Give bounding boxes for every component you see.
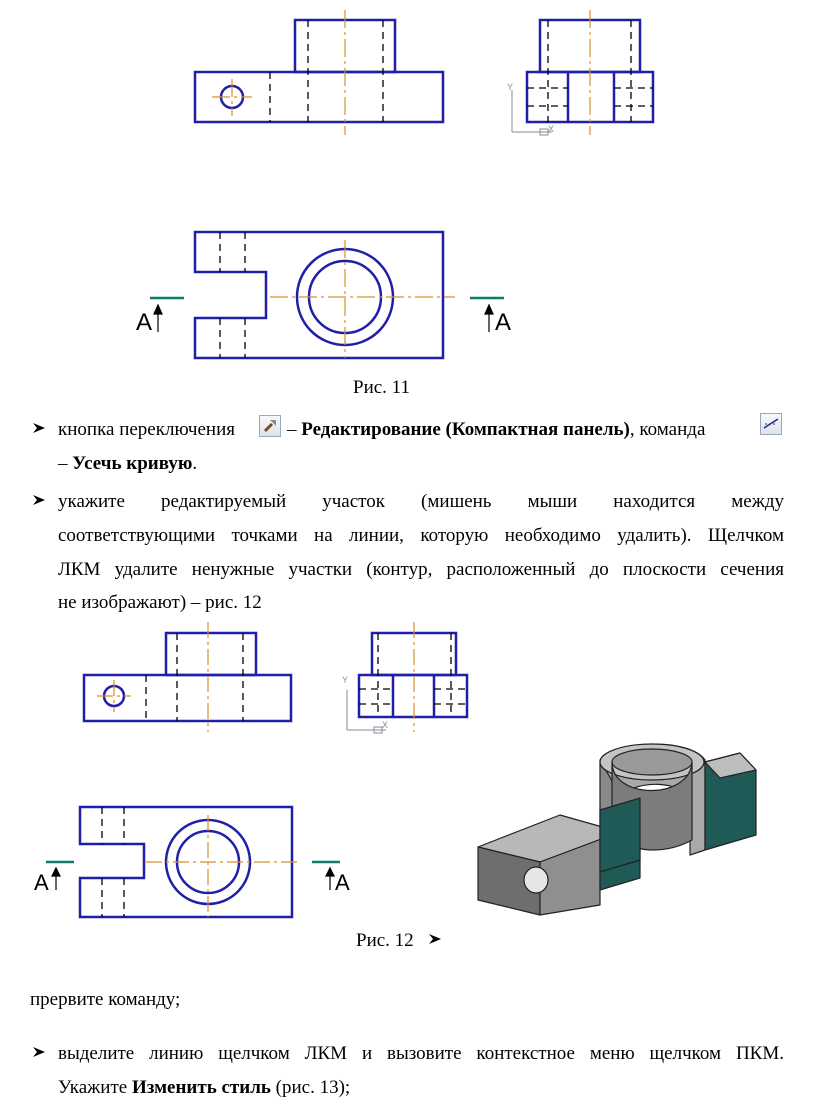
fig12-axis-y-label: Y [342, 675, 349, 685]
bullet-3-fig-ref: (рис. 13); [275, 1077, 351, 1098]
figure-11-caption: Рис. 11 [353, 377, 410, 398]
bullet-1-period: . [192, 453, 198, 474]
fig11-axis-y-label: Y [507, 82, 514, 92]
change-style-label: Изменить стиль [131, 1077, 271, 1098]
bullet-3-indicate: Укажите [58, 1077, 128, 1098]
bullet-2-line-2: соответствующими точками на линии, котор… [58, 525, 784, 546]
bullet-2-line-4: не изображают) – рис. 12 [58, 592, 262, 613]
fig12-axis-x-label: X [382, 720, 389, 730]
bullet-arrow-icon [33, 423, 45, 433]
fig11-section-label-right: A [495, 309, 512, 336]
fig11-axis-x-label: X [548, 124, 555, 134]
editing-toolbar-icon[interactable] [259, 415, 281, 437]
interrupt-command-text: прервите команду; [30, 989, 181, 1010]
bullet-1-line-1: кнопка переключения [58, 420, 235, 440]
fig12-isometric-part [477, 743, 757, 916]
fig11-top-outline [193, 230, 445, 360]
bullet-2-line-1: укажите редактируемый участок (мишень мы… [58, 491, 784, 512]
bullet-1-dash-2: – [58, 453, 68, 474]
bullet-1-text: кнопка переключения [58, 419, 235, 440]
figure-12-caption: Рис. 12 [356, 930, 414, 951]
figure-12-drawing [46, 622, 757, 919]
fig12-section-label-right: A [335, 870, 350, 895]
bullet-arrow-icon [33, 495, 45, 505]
bullet-1-command-text: , команда [629, 419, 706, 440]
bullet-1-dash: – [287, 419, 297, 440]
fig12-section-label-left: A [34, 870, 49, 895]
bullet-3-line-1: выделите линию щелчком ЛКМ и вызовите ко… [58, 1043, 784, 1064]
trim-curve-icon[interactable] [760, 413, 782, 435]
bullet-arrow-icon [33, 1047, 45, 1057]
fig11-section-label-left: A [136, 309, 153, 336]
bullet-2-line-3: ЛКМ удалите ненужные участки (контур, ра… [58, 559, 784, 580]
trim-curve-label: Усечь кривую [72, 453, 193, 474]
bullet-arrow-icon [429, 934, 441, 944]
editing-compact-panel-label: Редактирование (Компактная панель) [301, 419, 630, 440]
figure-11-drawing [150, 10, 655, 360]
